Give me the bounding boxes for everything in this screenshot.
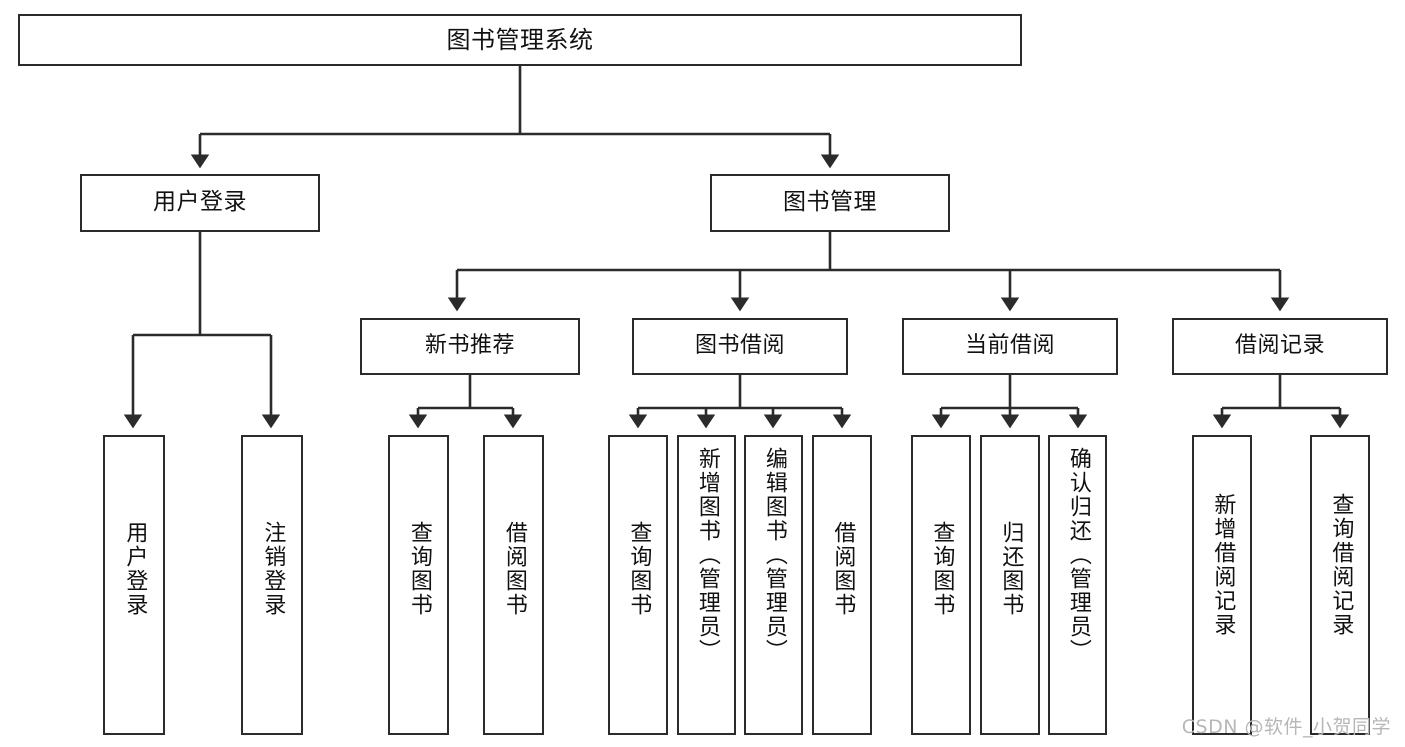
leaf-borrow-record-query[interactable]: 查询借阅记录 bbox=[1310, 435, 1370, 735]
leaf-book-borrow-borrow[interactable]: 借阅图书 bbox=[812, 435, 872, 735]
leaf-current-borrow-return[interactable]: 归还图书 bbox=[980, 435, 1040, 735]
node-borrow-records-label: 借阅记录 bbox=[1234, 333, 1325, 359]
node-user-login[interactable]: 用户登录 bbox=[80, 174, 320, 232]
node-user-login-label: 用户登录 bbox=[153, 189, 247, 216]
node-root-book-management-system[interactable]: 图书管理系统 bbox=[18, 14, 1022, 66]
leaf-label: 查询图书 bbox=[626, 521, 652, 617]
node-new-book-recommend-label: 新书推荐 bbox=[424, 333, 515, 359]
leaf-label: 编辑图书（管理员） bbox=[761, 447, 787, 663]
leaf-user-login-logout[interactable]: 注销登录 bbox=[241, 435, 303, 735]
node-borrow-records[interactable]: 借阅记录 bbox=[1172, 318, 1388, 375]
node-book-management[interactable]: 图书管理 bbox=[710, 174, 950, 232]
node-root-label: 图书管理系统 bbox=[446, 25, 594, 54]
leaf-label: 用户登录 bbox=[122, 521, 148, 617]
node-book-management-label: 图书管理 bbox=[783, 189, 877, 216]
leaf-current-borrow-confirm-return[interactable]: 确认归还（管理员） bbox=[1048, 435, 1107, 735]
leaf-label: 查询图书 bbox=[929, 521, 955, 617]
leaf-label: 新增借阅记录 bbox=[1210, 493, 1236, 637]
leaf-label: 归还图书 bbox=[998, 521, 1024, 617]
leaf-new-book-query[interactable]: 查询图书 bbox=[388, 435, 449, 735]
node-book-borrow-label: 图书借阅 bbox=[694, 333, 785, 359]
node-current-borrow-label: 当前借阅 bbox=[964, 333, 1055, 359]
node-current-borrow[interactable]: 当前借阅 bbox=[902, 318, 1118, 375]
leaf-label: 借阅图书 bbox=[501, 521, 527, 617]
leaf-book-borrow-query[interactable]: 查询图书 bbox=[608, 435, 668, 735]
leaf-label: 查询借阅记录 bbox=[1328, 493, 1354, 637]
leaf-label: 确认归还（管理员） bbox=[1065, 447, 1091, 663]
leaf-book-borrow-edit[interactable]: 编辑图书（管理员） bbox=[744, 435, 803, 735]
leaf-new-book-borrow[interactable]: 借阅图书 bbox=[483, 435, 544, 735]
leaf-label: 新增图书（管理员） bbox=[694, 447, 720, 663]
leaf-current-borrow-query[interactable]: 查询图书 bbox=[911, 435, 971, 735]
leaf-user-login-login[interactable]: 用户登录 bbox=[103, 435, 165, 735]
node-book-borrow[interactable]: 图书借阅 bbox=[632, 318, 848, 375]
node-new-book-recommend[interactable]: 新书推荐 bbox=[360, 318, 580, 375]
leaf-label: 查询图书 bbox=[406, 521, 432, 617]
csdn-watermark: CSDN @软件_小贺同学 bbox=[1181, 716, 1391, 738]
leaf-borrow-record-add[interactable]: 新增借阅记录 bbox=[1192, 435, 1252, 735]
leaf-label: 借阅图书 bbox=[830, 521, 856, 617]
leaf-book-borrow-add[interactable]: 新增图书（管理员） bbox=[677, 435, 736, 735]
leaf-label: 注销登录 bbox=[260, 521, 286, 617]
